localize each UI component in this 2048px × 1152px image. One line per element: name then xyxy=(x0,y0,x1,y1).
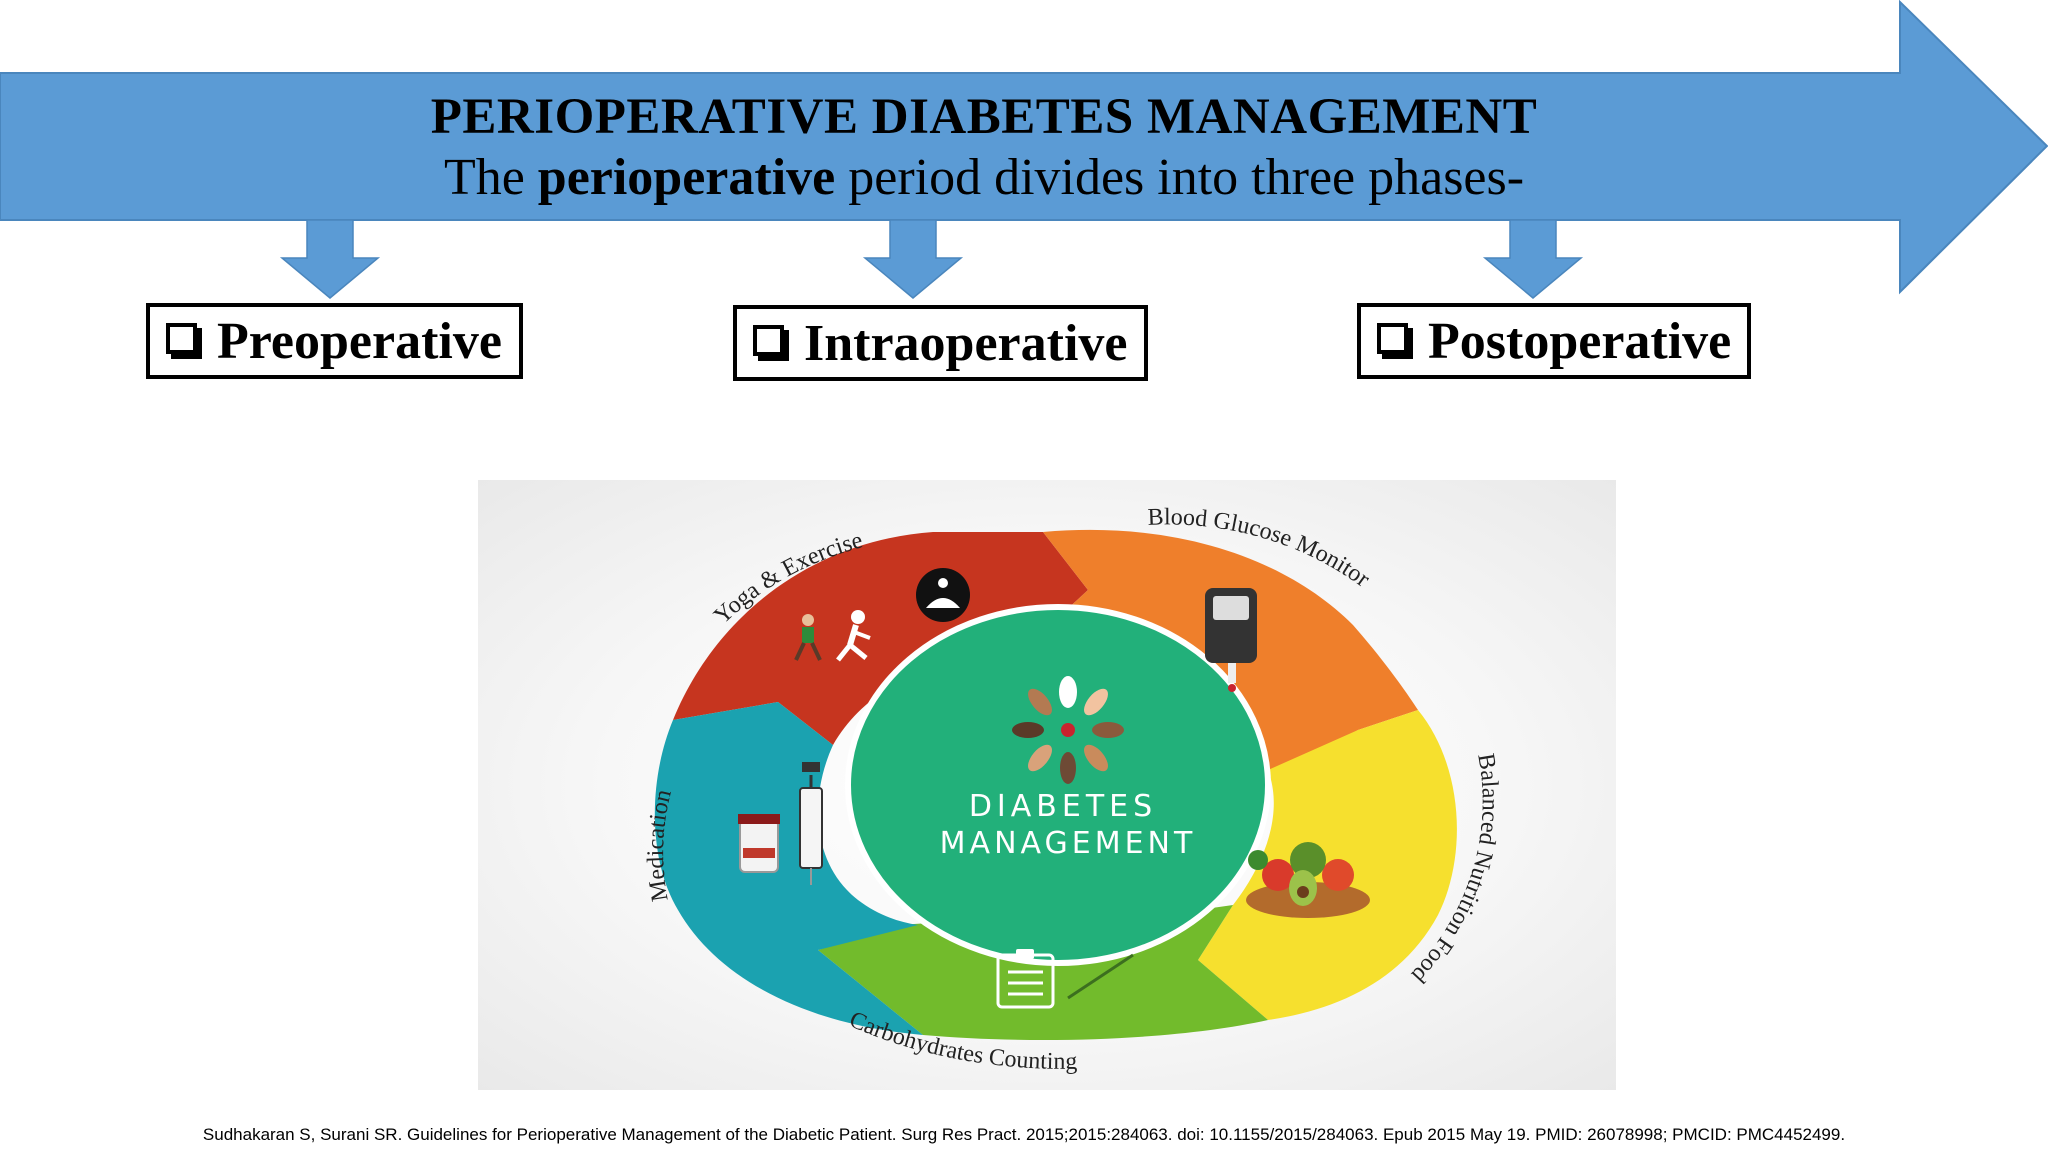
banner-subtitle: The perioperative period divides into th… xyxy=(0,148,1968,207)
banner-arrow xyxy=(0,0,2048,299)
wheel-center xyxy=(845,604,1271,966)
exercise-icon xyxy=(794,610,871,662)
glucose-meter-icon xyxy=(1205,588,1257,692)
down-arrow-postoperative xyxy=(1482,219,1584,299)
subtitle-text-end: period divides into three phases- xyxy=(835,149,1525,206)
phase-postoperative: Postoperative xyxy=(1357,303,1751,379)
checkbox-icon xyxy=(1377,322,1408,354)
food-bowl-icon xyxy=(1246,842,1370,918)
phase-label: Postoperative xyxy=(1428,312,1732,370)
wheel-center-line2: MANAGEMENT xyxy=(940,826,1197,861)
syringe-icon xyxy=(738,762,823,885)
clipboard-icon xyxy=(996,949,1134,1009)
citation: Sudhakaran S, Surani SR. Guidelines for … xyxy=(202,1125,1846,1144)
checkbox-icon xyxy=(166,322,197,354)
phase-intraoperative: Intraoperative xyxy=(733,305,1148,381)
diabetes-management-image: DIABETES MANAGEMENT xyxy=(478,480,1616,1090)
subtitle-text-start: The xyxy=(443,149,538,206)
segment-yoga xyxy=(673,532,1088,745)
segment-medication xyxy=(654,702,923,1035)
subtitle-text-bold: perioperative xyxy=(537,149,836,206)
down-arrow-preoperative xyxy=(279,219,381,299)
meditation-icon xyxy=(916,568,970,622)
phase-preoperative: Preoperative xyxy=(146,303,523,379)
wheel-center-line1: DIABETES xyxy=(969,789,1157,824)
hands-icon xyxy=(1012,676,1124,784)
down-arrow-intraoperative xyxy=(862,219,964,299)
management-wheel: DIABETES MANAGEMENT xyxy=(643,504,1503,1075)
checkbox-icon xyxy=(753,324,784,356)
phase-label: Preoperative xyxy=(217,312,502,370)
phase-label: Intraoperative xyxy=(804,314,1128,372)
banner-title: PERIOPERATIVE DIABETES MANAGEMENT xyxy=(430,89,1538,145)
